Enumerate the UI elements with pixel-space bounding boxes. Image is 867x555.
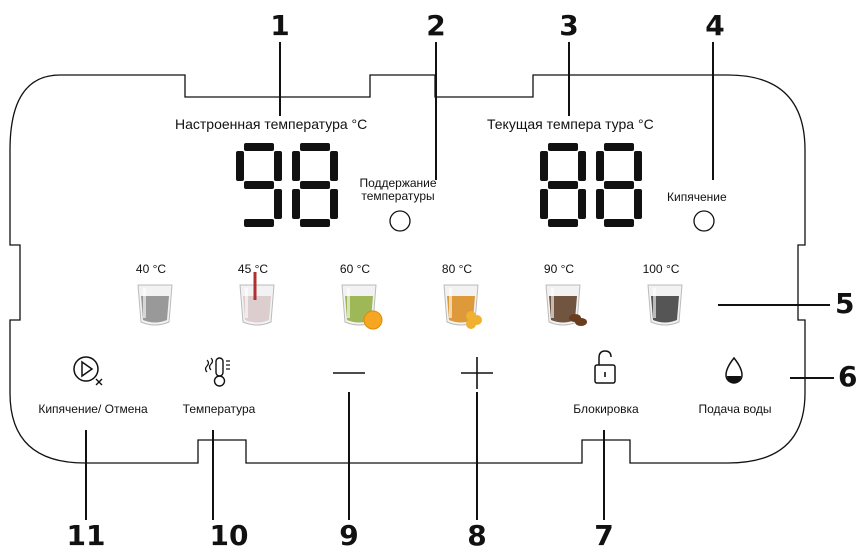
callout-2: 2 [426,9,446,42]
keep-warm-label-line1: Поддержание [359,176,437,190]
boil-cancel-button-label[interactable]: Кипячение/ Отмена [38,402,148,416]
current-temp-label: Текущая темпера тура °C [487,116,654,132]
preset-cup-0 [137,284,173,326]
thermometer-icon[interactable] [204,357,231,387]
callout-8: 8 [467,519,487,552]
callout-3: 3 [559,9,579,42]
plus-icon[interactable] [461,357,493,389]
preset-cup-5 [647,284,683,326]
current-temp-digit-1 [596,143,642,227]
callout-4: 4 [705,9,725,42]
play-x-icon[interactable] [73,356,103,386]
callout-1: 1 [270,9,290,42]
preset-temp-label-1: 45 °C [237,262,269,276]
callout-5: 5 [835,287,855,320]
set-temp-digit-0 [236,143,282,227]
callout-9: 9 [339,519,359,552]
water-button-label[interactable]: Подача воды [698,402,772,416]
keep-warm-label-line2: температуры [361,189,435,203]
callout-10: 10 [209,519,249,552]
preset-temp-label-4: 90 °C [543,262,575,276]
preset-cup-4 [545,284,587,326]
digits-layer [236,143,642,227]
current-temp-digit-0 [540,143,586,227]
keep-warm-indicator [389,210,411,232]
water-drop-icon[interactable] [725,356,743,384]
preset-cup-2 [341,284,383,330]
boil-indicator [693,210,715,232]
temperature-button-label[interactable]: Температура [182,402,256,416]
callout-6: 6 [838,360,858,393]
preset-cup-1 [239,272,275,326]
preset-cup-3 [443,284,482,329]
callout-11: 11 [66,519,106,552]
preset-temp-label-2: 60 °C [339,262,371,276]
preset-temp-label-3: 80 °C [441,262,473,276]
set-temp-label: Настроенная температура °C [175,116,368,132]
preset-temp-label-5: 100 °C [642,262,680,276]
unlock-icon[interactable] [594,350,616,384]
preset-temp-label-0: 40 °C [135,262,167,276]
keep-warm-label: Поддержание температуры [359,177,436,203]
boil-label: Кипячение [667,190,727,204]
lock-button-label[interactable]: Блокировка [573,402,639,416]
set-temp-digit-1 [292,143,338,227]
callout-7: 7 [594,519,614,552]
